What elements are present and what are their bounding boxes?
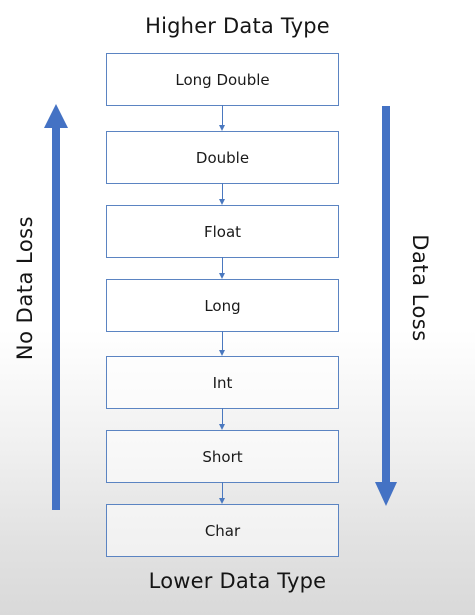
type-box-long-double: Long Double	[106, 53, 339, 106]
type-box-double: Double	[106, 131, 339, 184]
type-box-short: Short	[106, 430, 339, 483]
connector-arrow-4	[219, 331, 226, 356]
lower-data-type-title: Lower Data Type	[148, 569, 327, 593]
up-arrow-icon	[44, 104, 68, 510]
connector-arrow-6	[219, 482, 226, 504]
connector-arrow-5	[219, 408, 226, 430]
type-box-int: Int	[106, 356, 339, 409]
type-box-float: Float	[106, 205, 339, 258]
type-box-long: Long	[106, 279, 339, 332]
no-data-loss-label: No Data Loss	[13, 215, 37, 361]
type-box-char: Char	[106, 504, 339, 557]
connector-arrow-1	[219, 105, 226, 131]
data-type-stack: Long Double Double Float Long Int Short …	[106, 53, 339, 559]
connector-arrow-2	[219, 183, 226, 205]
down-arrow-icon	[375, 106, 397, 506]
data-loss-label: Data Loss	[408, 234, 432, 342]
higher-data-type-title: Higher Data Type	[145, 14, 330, 38]
connector-arrow-3	[219, 257, 226, 279]
